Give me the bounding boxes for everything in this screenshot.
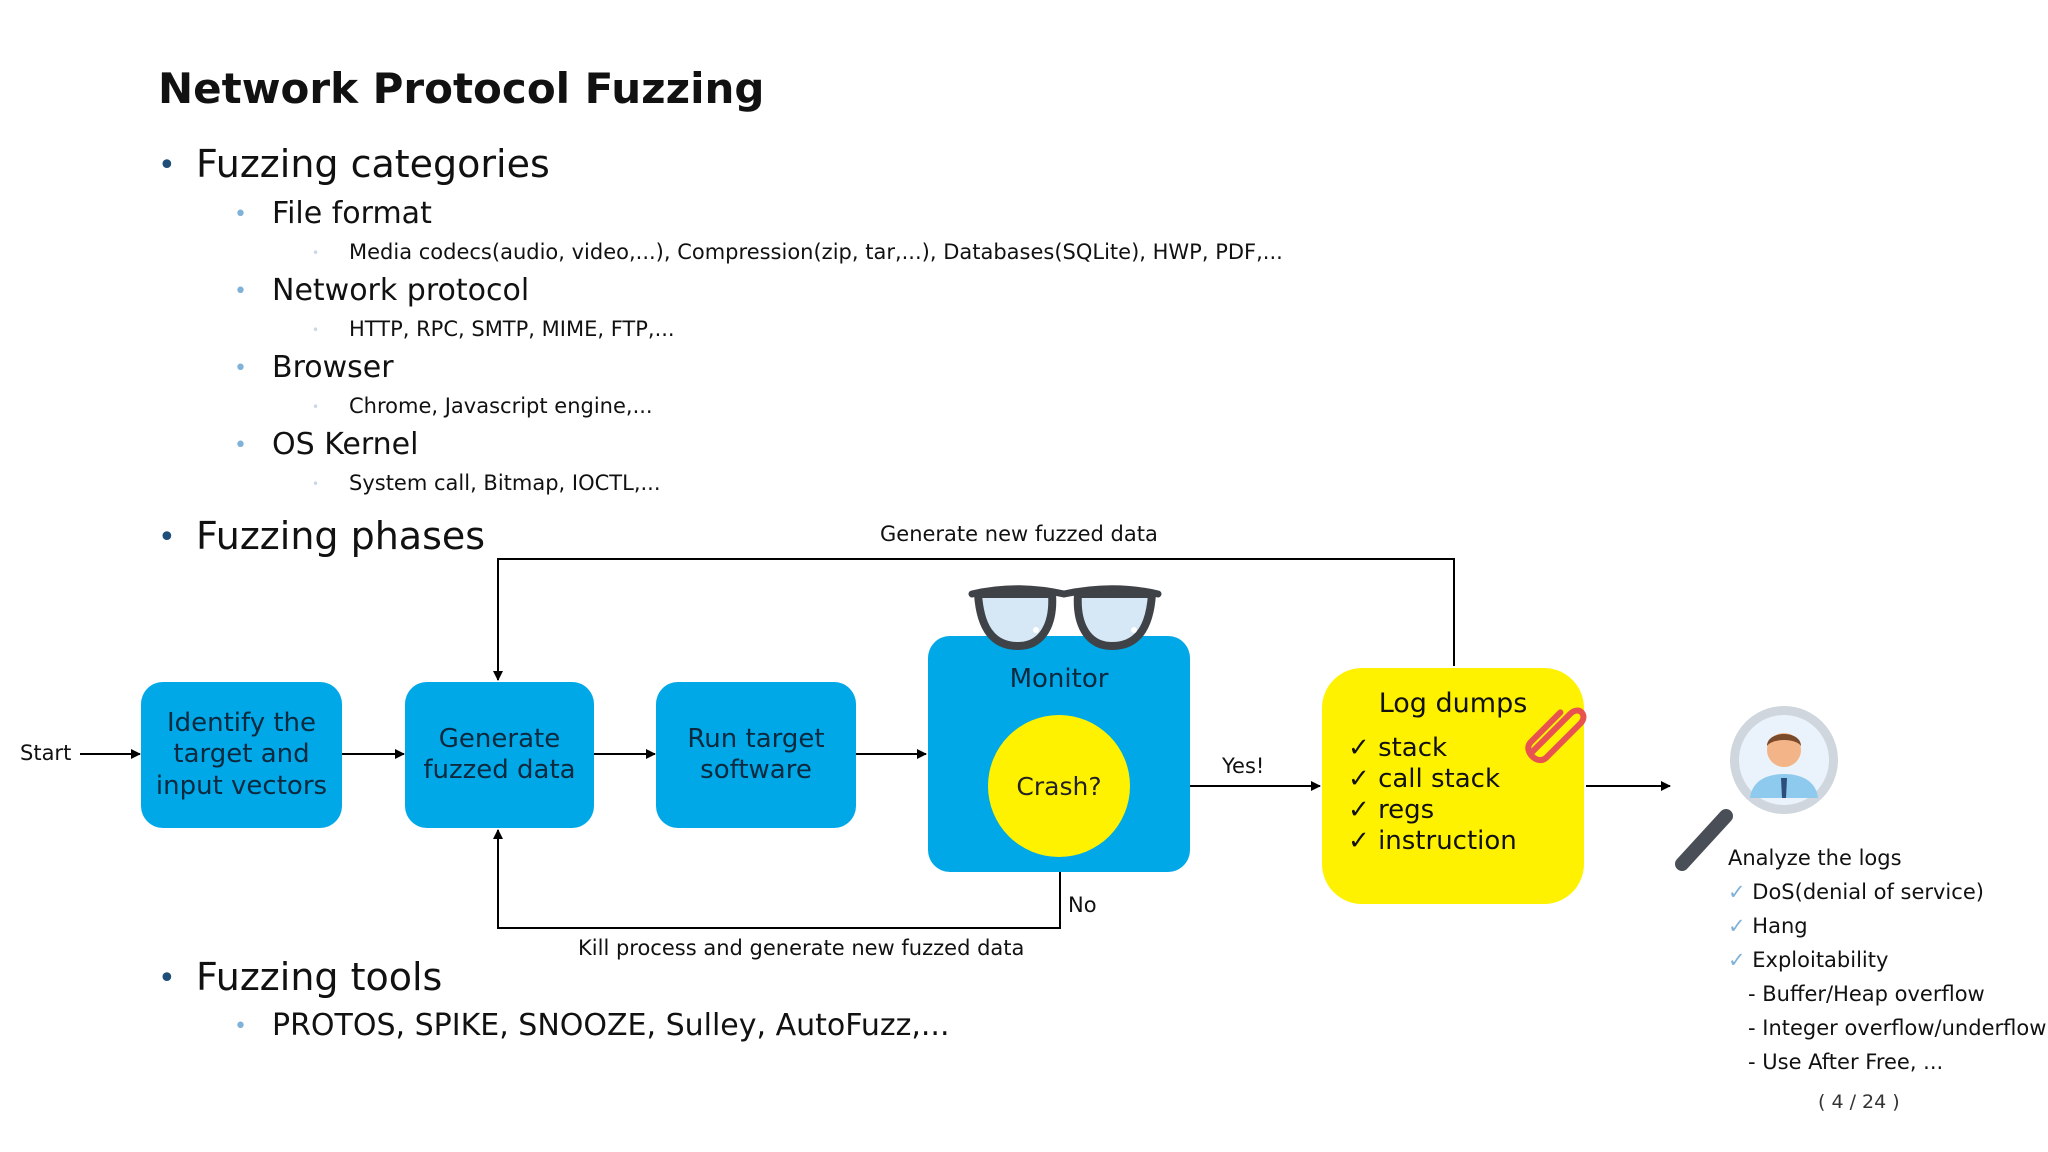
run-line: Run target	[687, 723, 825, 754]
bullet-dot: •	[234, 433, 247, 458]
bullet-dot: •	[234, 279, 247, 304]
bullet-dot: •	[312, 477, 320, 491]
check-icon: ✓	[1348, 764, 1379, 794]
start-label: Start	[20, 741, 72, 765]
analyze-subitem: - Integer overflow/underflow	[1748, 1016, 2047, 1040]
generate-box: Generate fuzzed data	[405, 682, 594, 828]
check-icon: ✓	[1348, 826, 1379, 856]
category-os-kernel: OS Kernel	[272, 427, 419, 462]
bullet-dot: •	[234, 202, 247, 227]
analyze-subitem: - Buffer/Heap overflow	[1748, 982, 1985, 1006]
bullet-dot: •	[312, 400, 320, 414]
check-icon: ✓	[1348, 795, 1379, 825]
run-box: Run target software	[656, 682, 856, 828]
identify-box: Identify the target and input vectors	[141, 682, 342, 828]
check-icon: ✓	[1728, 914, 1753, 938]
check-icon: ✓	[1728, 880, 1753, 904]
identify-line: target and	[173, 739, 310, 770]
check-icon: ✓	[1348, 733, 1379, 763]
bullet-dot: •	[158, 520, 176, 555]
bullet-categories: Fuzzing categories	[196, 142, 550, 186]
log-item: ✓ stack	[1348, 733, 1448, 763]
slide-title: Network Protocol Fuzzing	[158, 64, 765, 113]
crash-label: Crash?	[1016, 771, 1102, 801]
generate-line: Generate	[438, 723, 561, 754]
bullet-tools: Fuzzing tools	[196, 955, 443, 999]
analyze-check: ✓ Hang	[1728, 914, 1808, 938]
log-item: ✓ regs	[1348, 795, 1435, 825]
page-indicator: ( 4 / 24 )	[1818, 1091, 1900, 1113]
loop-top-label: Generate new fuzzed data	[880, 522, 1158, 546]
yes-label: Yes!	[1222, 754, 1265, 778]
category-os-kernel-detail: System call, Bitmap, IOCTL,...	[349, 471, 661, 495]
tools-list: PROTOS, SPIKE, SNOOZE, Sulley, AutoFuzz,…	[272, 1008, 950, 1043]
bullet-dot: •	[234, 356, 247, 381]
loop-bottom-label: Kill process and generate new fuzzed dat…	[578, 936, 1025, 960]
bullet-dot: •	[158, 148, 176, 183]
category-network-protocol-detail: HTTP, RPC, SMTP, MIME, FTP,...	[349, 317, 675, 341]
category-browser-detail: Chrome, Javascript engine,...	[349, 394, 653, 418]
check-icon: ✓	[1728, 948, 1753, 972]
bullet-dot: •	[312, 323, 320, 337]
bullet-dot: •	[312, 246, 320, 260]
bullet-phases: Fuzzing phases	[196, 514, 486, 558]
identify-line: input vectors	[155, 770, 328, 801]
bullet-dot: •	[158, 961, 176, 996]
glasses-icon	[968, 585, 1162, 651]
crash-circle: Crash?	[988, 715, 1130, 857]
monitor-label: Monitor	[1009, 664, 1109, 694]
generate-line: fuzzed data	[423, 755, 576, 785]
magnifier-person-icon	[1675, 706, 1838, 871]
analyze-subitem: - Use After Free, ...	[1748, 1050, 1944, 1074]
identify-line: Identify the	[166, 708, 317, 739]
log-item: ✓ call stack	[1348, 764, 1501, 794]
category-network-protocol: Network protocol	[272, 273, 530, 308]
no-label: No	[1068, 893, 1097, 917]
bullet-dot: •	[234, 1014, 247, 1039]
log-dumps-title: Log dumps	[1378, 688, 1528, 719]
category-browser: Browser	[272, 350, 394, 385]
category-file-format: File format	[272, 196, 432, 231]
log-dumps-box: Log dumps ✓ stack ✓ call stack ✓ regs ✓ …	[1322, 668, 1584, 904]
category-file-format-detail: Media codecs(audio, video,...), Compress…	[349, 240, 1283, 264]
log-item: ✓ instruction	[1348, 826, 1517, 856]
paperclip-icon	[1525, 707, 1587, 763]
run-line: software	[700, 755, 812, 785]
analyze-check: ✓ Exploitability	[1728, 948, 1889, 972]
analyze-check: ✓ DoS(denial of service)	[1728, 880, 1984, 904]
analyze-title: Analyze the logs	[1728, 846, 1902, 870]
